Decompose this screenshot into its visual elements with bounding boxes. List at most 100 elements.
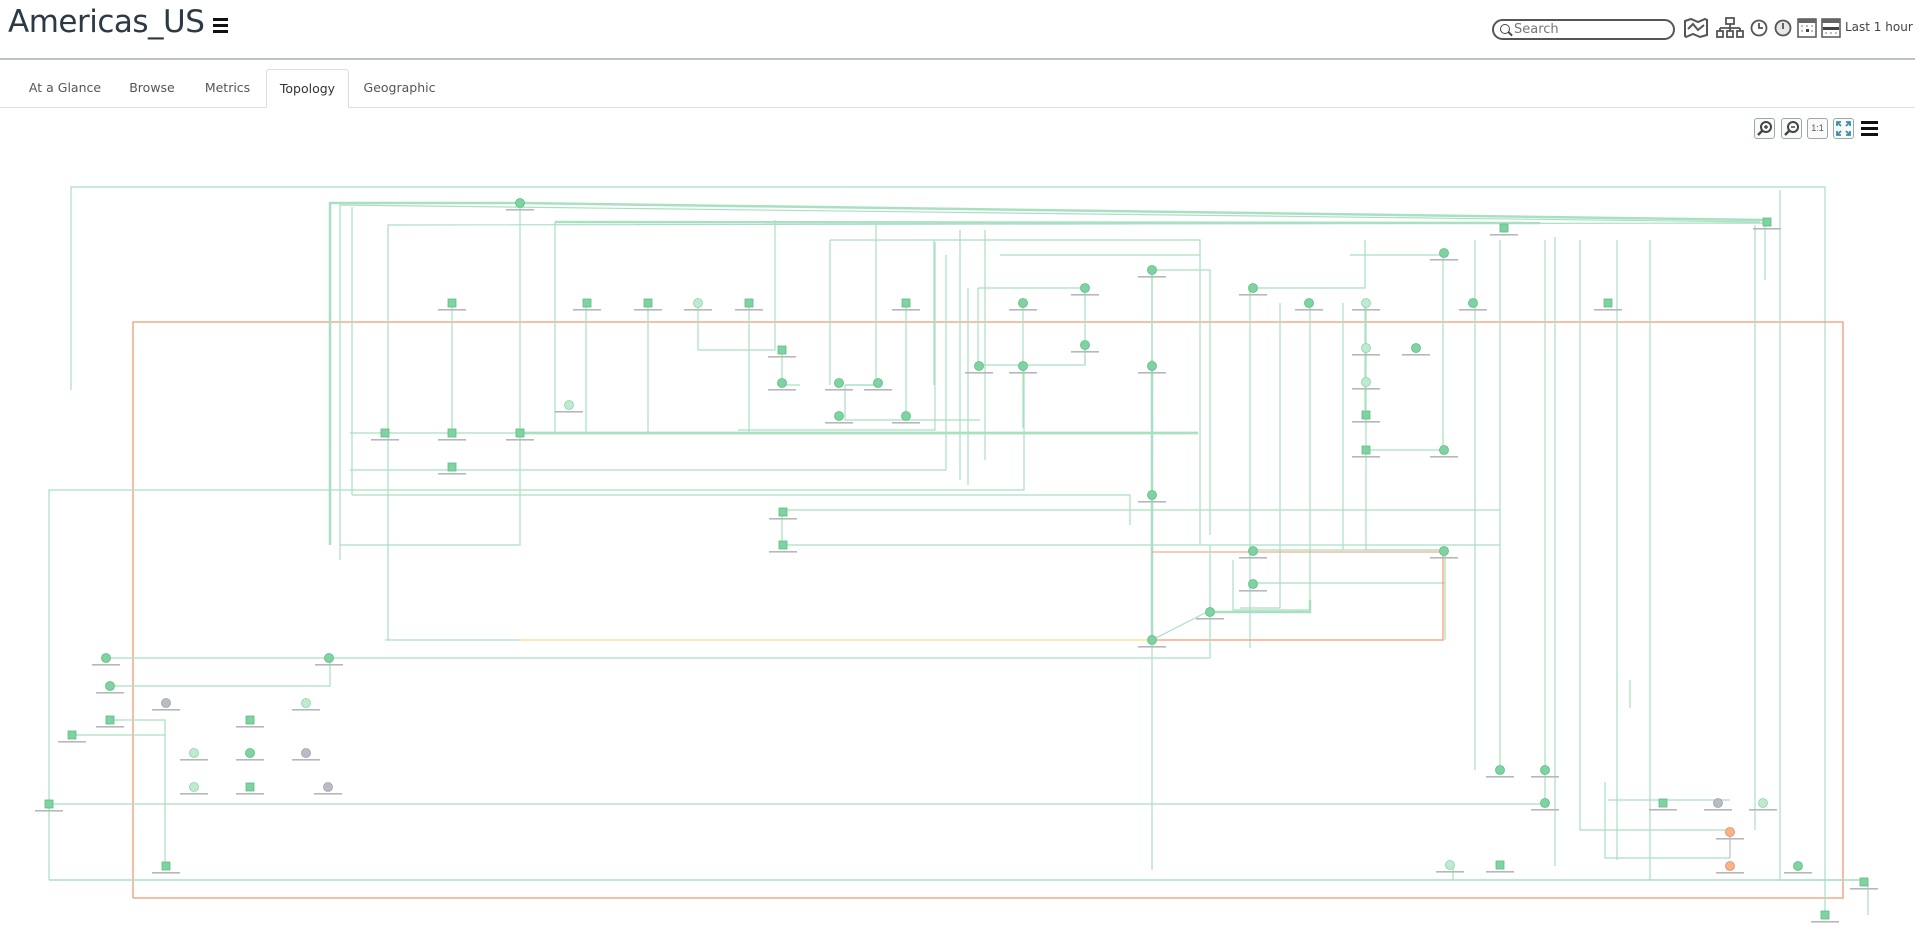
fit-to-screen-button[interactable] bbox=[1833, 118, 1854, 139]
map-icon[interactable] bbox=[1683, 17, 1709, 39]
topology-link[interactable] bbox=[830, 239, 1201, 545]
server-node[interactable] bbox=[1753, 217, 1781, 230]
server-node[interactable] bbox=[1649, 798, 1677, 811]
tab-browse[interactable]: Browse bbox=[129, 80, 175, 95]
actual-size-button[interactable]: 1:1 bbox=[1807, 118, 1828, 139]
host-node[interactable] bbox=[684, 298, 712, 311]
topology-link[interactable] bbox=[697, 220, 776, 351]
topology-link[interactable] bbox=[328, 201, 1766, 545]
host-node[interactable] bbox=[1352, 298, 1380, 311]
server-node[interactable] bbox=[769, 507, 797, 520]
topology-link[interactable] bbox=[110, 719, 166, 865]
calendar-icon[interactable] bbox=[1797, 18, 1817, 38]
timer-icon[interactable] bbox=[1774, 19, 1792, 37]
server-node[interactable] bbox=[58, 730, 86, 743]
host-node[interactable] bbox=[1749, 798, 1777, 811]
tab-topology[interactable]: Topology bbox=[266, 69, 349, 108]
host-node[interactable] bbox=[1436, 860, 1464, 873]
topology-link[interactable] bbox=[48, 370, 1025, 880]
tab-geographic[interactable]: Geographic bbox=[363, 80, 436, 95]
router-node[interactable] bbox=[1239, 579, 1267, 592]
server-node[interactable] bbox=[735, 298, 763, 311]
server-node[interactable] bbox=[768, 345, 796, 358]
tab-metrics[interactable]: Metrics bbox=[204, 80, 251, 95]
topology-link[interactable] bbox=[1579, 240, 1728, 831]
unknown-host-node[interactable] bbox=[314, 782, 342, 795]
server-node[interactable] bbox=[1850, 877, 1878, 890]
server-node[interactable] bbox=[1594, 298, 1622, 311]
server-node[interactable] bbox=[769, 540, 797, 553]
server-node[interactable] bbox=[152, 861, 180, 874]
warning-link[interactable] bbox=[132, 321, 1844, 899]
server-node[interactable] bbox=[35, 799, 63, 812]
topology-link[interactable] bbox=[387, 222, 1766, 640]
topology-link[interactable] bbox=[1151, 611, 1208, 641]
router-node[interactable] bbox=[965, 361, 993, 374]
router-node[interactable] bbox=[1138, 635, 1166, 648]
search-box[interactable] bbox=[1492, 19, 1675, 40]
router-node[interactable] bbox=[1071, 283, 1099, 296]
router-node[interactable] bbox=[1138, 361, 1166, 374]
main-menu-icon[interactable] bbox=[213, 18, 228, 33]
unknown-host-node[interactable] bbox=[292, 748, 320, 761]
server-node[interactable] bbox=[1490, 223, 1518, 236]
router-node[interactable] bbox=[92, 653, 120, 666]
router-node[interactable] bbox=[1009, 361, 1037, 374]
server-node[interactable] bbox=[892, 298, 920, 311]
topology-link[interactable] bbox=[340, 205, 521, 546]
router-node[interactable] bbox=[1071, 340, 1099, 353]
router-node[interactable] bbox=[506, 198, 534, 211]
router-node[interactable] bbox=[1009, 298, 1037, 311]
time-range-label[interactable]: Last 1 hour bbox=[1845, 20, 1913, 34]
server-node[interactable] bbox=[438, 428, 466, 441]
router-node[interactable] bbox=[1459, 298, 1487, 311]
router-node[interactable] bbox=[1430, 248, 1458, 261]
topology-link[interactable] bbox=[554, 220, 1541, 225]
server-node[interactable] bbox=[438, 298, 466, 311]
unknown-host-node[interactable] bbox=[1704, 798, 1732, 811]
router-node[interactable] bbox=[236, 748, 264, 761]
host-node[interactable] bbox=[180, 748, 208, 761]
server-node[interactable] bbox=[1352, 445, 1380, 458]
topology-link[interactable] bbox=[110, 658, 331, 687]
tab-at-a-glance[interactable]: At a Glance bbox=[28, 80, 102, 95]
zoom-in-button[interactable] bbox=[1754, 118, 1775, 139]
clock-icon[interactable] bbox=[1750, 19, 1768, 37]
topology-link[interactable] bbox=[1365, 303, 1445, 551]
host-node[interactable] bbox=[292, 698, 320, 711]
router-node[interactable] bbox=[1239, 546, 1267, 559]
host-node[interactable] bbox=[1352, 343, 1380, 356]
host-node[interactable] bbox=[1352, 377, 1380, 390]
router-node[interactable] bbox=[825, 378, 853, 391]
router-node[interactable] bbox=[1138, 490, 1166, 503]
warning-link[interactable] bbox=[1152, 550, 1444, 641]
server-node[interactable] bbox=[236, 782, 264, 795]
router-node[interactable] bbox=[1402, 343, 1430, 356]
router-node[interactable] bbox=[1430, 445, 1458, 458]
server-node[interactable] bbox=[634, 298, 662, 311]
router-node[interactable] bbox=[96, 681, 124, 694]
topology-link[interactable] bbox=[70, 186, 1826, 880]
router-node[interactable] bbox=[1138, 265, 1166, 278]
topology-link[interactable] bbox=[330, 545, 1211, 659]
search-input[interactable] bbox=[1514, 22, 1664, 37]
topology-link[interactable] bbox=[738, 242, 936, 431]
topology-link[interactable] bbox=[350, 255, 947, 471]
server-node[interactable] bbox=[506, 428, 534, 441]
router-node[interactable] bbox=[1430, 546, 1458, 559]
host-node[interactable] bbox=[180, 782, 208, 795]
router-node[interactable] bbox=[768, 378, 796, 391]
warning-router-node[interactable] bbox=[1716, 827, 1744, 840]
router-node[interactable] bbox=[1295, 298, 1323, 311]
router-node[interactable] bbox=[1239, 283, 1267, 296]
topology-link[interactable] bbox=[1345, 240, 1366, 289]
router-node[interactable] bbox=[1531, 798, 1559, 811]
topology-tree-icon[interactable] bbox=[1716, 17, 1744, 39]
server-node[interactable] bbox=[236, 715, 264, 728]
topology-link[interactable] bbox=[1232, 560, 1310, 611]
server-node[interactable] bbox=[1352, 410, 1380, 423]
server-node[interactable] bbox=[573, 298, 601, 311]
warning-router-node[interactable] bbox=[1716, 861, 1744, 874]
router-node[interactable] bbox=[1784, 861, 1812, 874]
topology-link[interactable] bbox=[1240, 303, 1281, 609]
